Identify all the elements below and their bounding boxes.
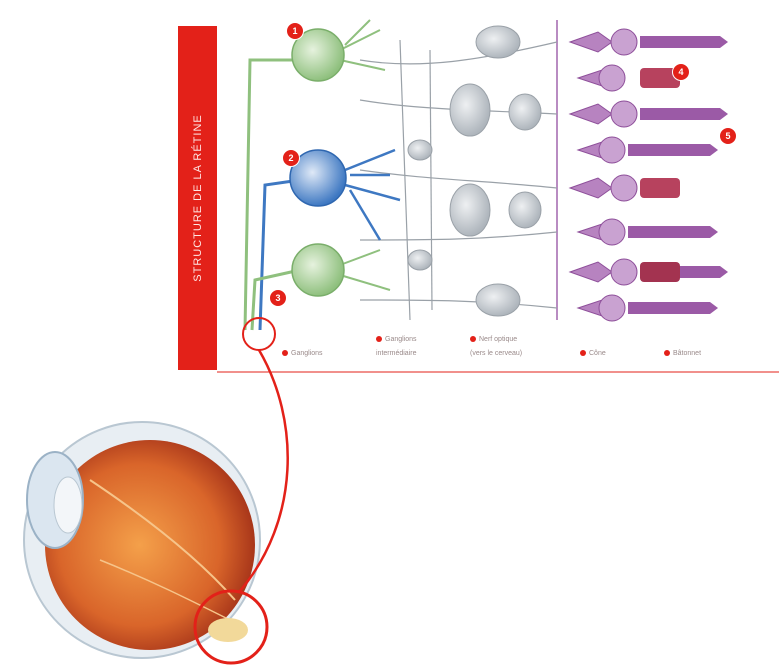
marker-1: 1 [286,22,304,40]
photoreceptor-body [599,137,625,163]
marker-2: 2 [282,149,300,167]
photoreceptor-layer [557,20,728,321]
rod-cell [570,104,612,124]
gray-cell [408,250,432,270]
gray-cell [408,140,432,160]
photoreceptor-body [611,29,637,55]
marker-4: 4 [672,63,690,81]
rod-outer-segment [628,144,718,156]
ganglion-cell-green [292,244,344,296]
rod-outer-segment [628,226,718,238]
photoreceptor-body [611,259,637,285]
photoreceptor-body [611,101,637,127]
ganglion-layer [245,20,400,330]
legend-item: Nerf optique [470,336,517,343]
photoreceptor-body [611,175,637,201]
title: STRUCTURE DE LA RÉTINE [192,114,204,281]
legend-item: Ganglions [376,336,417,343]
marker-3: 3 [269,289,287,307]
lens [54,477,82,533]
rod-outer-segment [640,108,728,120]
eye-illustration [24,422,260,658]
legend-text: (vers le cerveau) [470,350,522,357]
gray-cell [450,84,490,136]
legend-item: Bâtonnet [664,350,701,357]
gray-cell [450,184,490,236]
legend-text: intermédiaire [376,350,416,357]
legend-item: Ganglions [282,350,323,357]
rod-cell [570,178,612,198]
cone-outer-segment [640,262,680,282]
marker-5: 5 [719,127,737,145]
legend-item: Cône [580,350,606,357]
gray-cell [509,94,541,130]
rod-outer-segment [628,302,718,314]
rod-outer-segment [640,36,728,48]
intermediate-cell-layer [360,26,557,320]
title-bar: STRUCTURE DE LA RÉTINE [178,26,217,370]
photoreceptor-body [599,295,625,321]
photoreceptor-body [599,219,625,245]
cone-outer-segment [640,178,680,198]
optic-nerve [208,618,248,642]
gray-cell [476,26,520,58]
gray-cell [509,192,541,228]
gray-cell [476,284,520,316]
rod-cell [570,262,612,282]
photoreceptor-body [599,65,625,91]
rod-cell [570,32,612,52]
